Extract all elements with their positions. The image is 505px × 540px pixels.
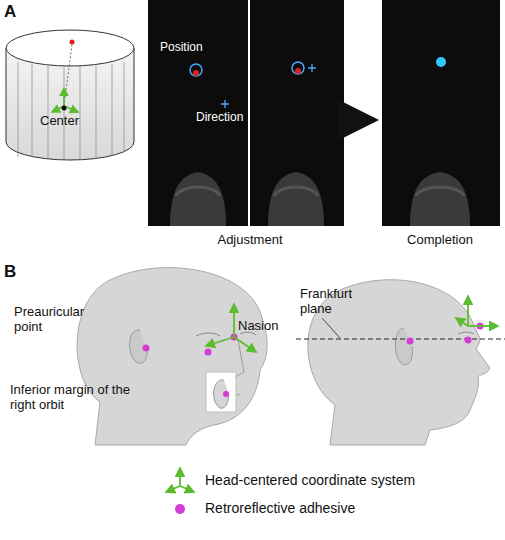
screen-segments bbox=[18, 62, 124, 160]
panel-letter: A bbox=[4, 2, 34, 22]
head-front-view bbox=[77, 268, 267, 445]
frankfurt-plane-line bbox=[296, 338, 505, 339]
panel-letter: B bbox=[4, 262, 34, 282]
plane-label: Frankfurt plane bbox=[300, 286, 370, 316]
head-axes bbox=[52, 88, 78, 112]
screenshot-2 bbox=[250, 0, 344, 226]
landmark-label: Preauricular point bbox=[14, 304, 109, 334]
cylinder-screen bbox=[6, 30, 134, 160]
legend-axes-sample bbox=[166, 468, 194, 492]
marker-label: Direction bbox=[196, 110, 256, 124]
marker-label: Position bbox=[160, 40, 230, 54]
target-dot bbox=[70, 40, 75, 45]
legend-text: Retroreflective adhesive bbox=[205, 500, 495, 517]
step-label: Adjustment bbox=[200, 232, 300, 247]
step-arrow bbox=[350, 118, 374, 123]
screenshot-3 bbox=[382, 0, 500, 226]
landmark-label: Nasion bbox=[238, 318, 298, 333]
landmark-label: Inferior margin of the right orbit bbox=[10, 382, 140, 412]
gaze-line bbox=[64, 44, 72, 106]
center-point bbox=[62, 106, 67, 111]
point-label: Center bbox=[40, 113, 100, 128]
step-label: Completion bbox=[390, 232, 490, 247]
leader-line bbox=[322, 318, 340, 338]
legend-swatch bbox=[175, 504, 185, 514]
head-side-view bbox=[296, 280, 505, 445]
legend-text: Head-centered coordinate system bbox=[205, 472, 495, 489]
